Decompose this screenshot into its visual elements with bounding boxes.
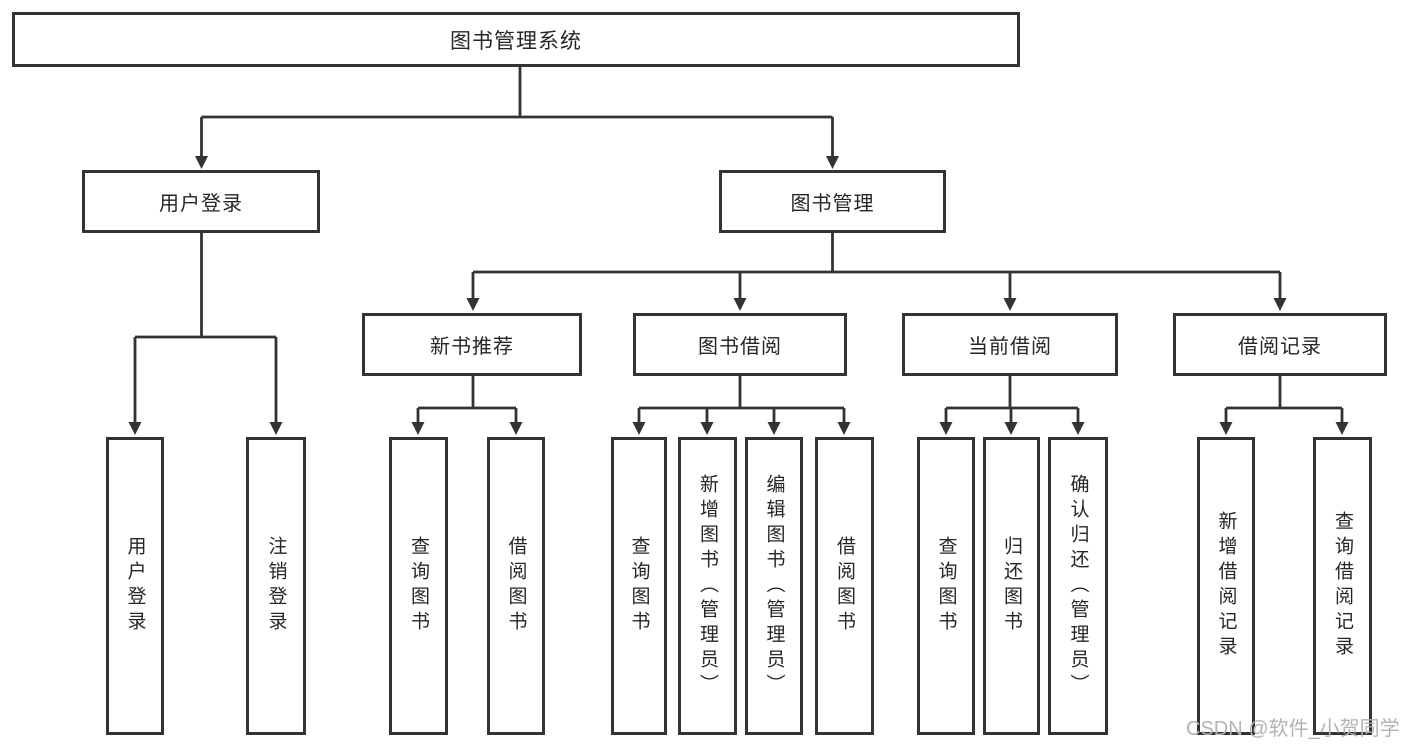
node-label: 查询借阅记录	[1332, 511, 1353, 661]
node-label: 新书推荐	[430, 336, 514, 358]
node-book-management: 图书管理	[719, 170, 946, 233]
node-label: 新增图书（管理员）	[697, 473, 718, 699]
leaf-recommend-query-books: 查询图书	[389, 437, 448, 735]
connector-records-to-leaves	[1219, 376, 1349, 435]
leaf-records-add-record: 新增借阅记录	[1197, 437, 1255, 735]
node-new-book-recommend: 新书推荐	[362, 313, 582, 376]
leaf-recommend-borrow-books: 借阅图书	[487, 437, 545, 735]
leaf-borrowing-add-books-admin: 新增图书（管理员）	[678, 437, 737, 735]
node-label: 确认归还（管理员）	[1067, 473, 1089, 699]
csdn-watermark: CSDN @软件_小贺同学	[1186, 718, 1400, 740]
node-label: 图书借阅	[698, 336, 782, 358]
node-label: 借阅图书	[834, 536, 855, 636]
connector-management-to-level3	[466, 233, 1287, 311]
node-label: 图书管理	[790, 193, 875, 215]
node-root-system: 图书管理系统	[12, 12, 1020, 67]
node-label: 查询图书	[935, 536, 957, 636]
node-book-borrowing: 图书借阅	[633, 313, 847, 376]
leaf-current-query-books: 查询图书	[917, 437, 975, 735]
node-label: 查询图书	[408, 536, 429, 636]
node-label: 注销登录	[265, 536, 287, 636]
leaf-current-return-books: 归还图书	[983, 437, 1040, 735]
node-label: 用户登录	[159, 193, 243, 215]
leaf-logout: 注销登录	[246, 437, 306, 735]
node-label: 借阅图书	[505, 536, 527, 636]
leaf-borrowing-query-books: 查询图书	[611, 437, 667, 735]
leaf-current-confirm-return-admin: 确认归还（管理员）	[1048, 437, 1108, 735]
connector-current-to-leaves	[939, 376, 1085, 435]
node-label: 当前借阅	[968, 336, 1052, 358]
node-label: 借阅记录	[1238, 336, 1322, 358]
connector-root-to-level2	[195, 67, 839, 169]
connector-borrowing-to-leaves	[632, 376, 851, 435]
leaf-user-login: 用户登录	[106, 437, 164, 735]
node-label: 图书管理系统	[450, 29, 582, 53]
node-label: 用户登录	[124, 536, 146, 636]
leaf-borrowing-borrow-books: 借阅图书	[815, 437, 874, 735]
node-label: 新增借阅记录	[1215, 511, 1237, 661]
node-label: 编辑图书（管理员）	[763, 473, 785, 699]
node-current-borrowing: 当前借阅	[902, 313, 1118, 376]
leaf-borrowing-edit-books-admin: 编辑图书（管理员）	[745, 437, 803, 735]
connector-login-to-leaves	[128, 233, 283, 435]
node-label: 查询图书	[628, 536, 650, 636]
node-user-login: 用户登录	[82, 170, 320, 233]
connector-recommend-to-leaves	[411, 376, 523, 435]
node-borrowing-records: 借阅记录	[1173, 313, 1387, 376]
leaf-records-query-record: 查询借阅记录	[1313, 437, 1372, 735]
node-label: 归还图书	[1001, 536, 1022, 636]
